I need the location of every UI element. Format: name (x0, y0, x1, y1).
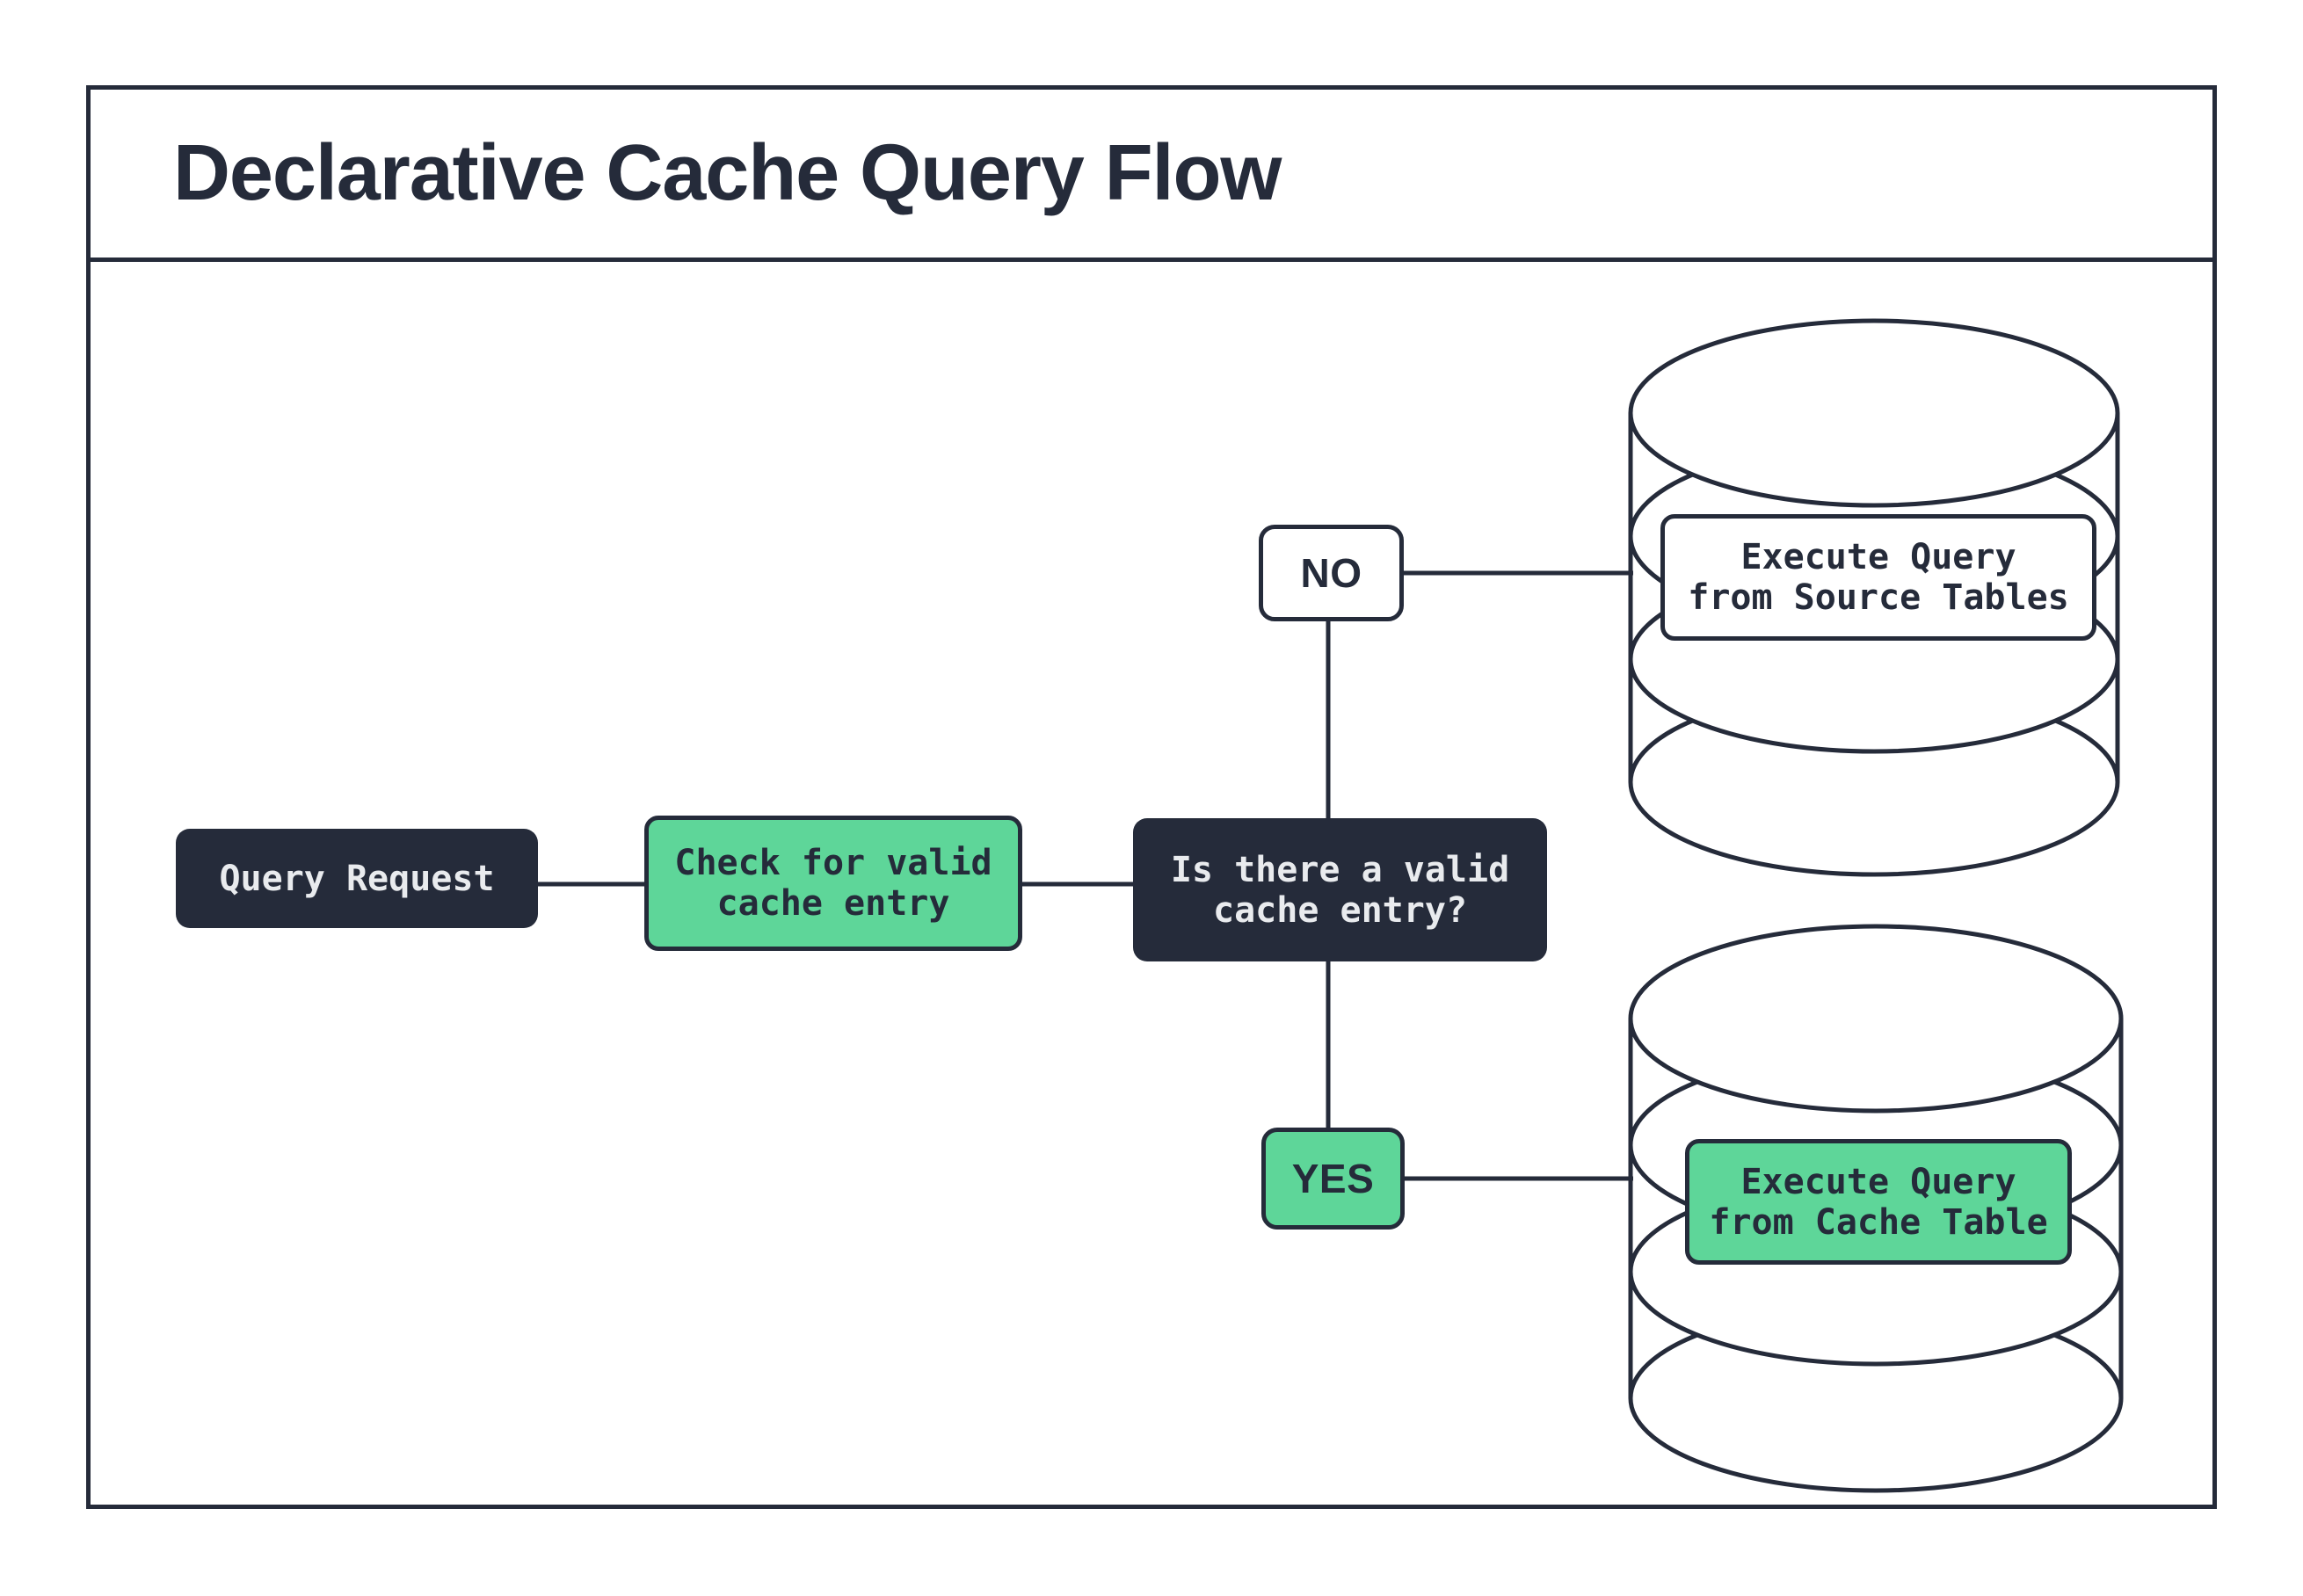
node-branch-yes: YES (1261, 1128, 1405, 1230)
connector-lines (538, 570, 1633, 1181)
diagram-frame: Declarative Cache Query Flow (86, 85, 2217, 1509)
node-decision-valid-cache: Is there a valid cache entry? (1133, 818, 1547, 961)
node-execute-cache-label-line2: from Cache Table (1709, 1201, 2048, 1243)
page-title: Declarative Cache Query Flow (173, 129, 1282, 217)
node-query-request: Query Request (176, 829, 538, 928)
node-execute-cache-label-line1: Execute Query (1740, 1161, 2016, 1202)
node-execute-source-tables: Execute Query from Source Tables (1660, 514, 2096, 641)
diagram-header: Declarative Cache Query Flow (91, 90, 2212, 262)
node-check-cache-label-line1: Check for valid (674, 843, 992, 883)
node-check-cache: Check for valid cache entry (644, 816, 1022, 951)
node-execute-source-label-line2: from Source Tables (1688, 577, 2069, 618)
node-branch-no: NO (1259, 525, 1404, 621)
node-execute-cache-table: Execute Query from Cache Table (1685, 1139, 2072, 1265)
node-decision-label-line2: cache entry? (1213, 889, 1467, 931)
branch-yes-label: YES (1291, 1156, 1375, 1201)
branch-no-label: NO (1300, 550, 1362, 596)
node-execute-source-label-line1: Execute Query (1740, 537, 2016, 577)
node-query-request-label: Query Request (219, 858, 495, 899)
node-decision-label-line1: Is there a valid (1170, 849, 1510, 890)
node-check-cache-label-line2: cache entry (716, 883, 950, 924)
